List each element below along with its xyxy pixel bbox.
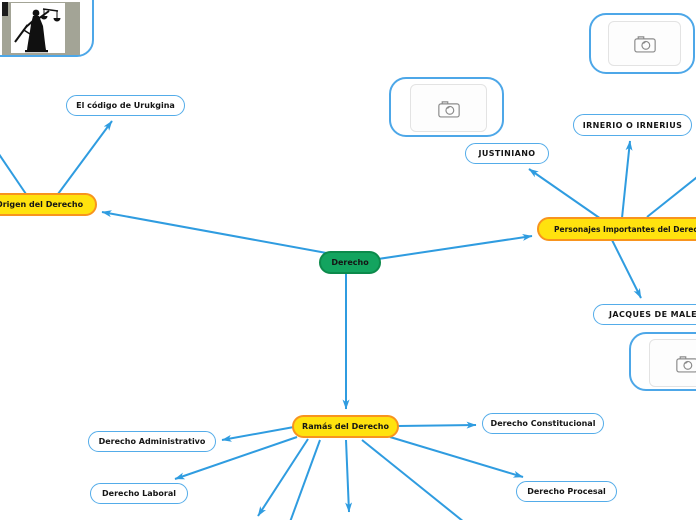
edge-ramas-offscreen-3 [345,439,353,513]
camera-icon [633,36,656,53]
node-derecho-laboral[interactable]: Derecho Laboral [90,483,188,504]
edge-personajes-offscreen-right [646,176,696,218]
image-placeholder-irnerio[interactable] [589,13,695,74]
image-placeholder-justiniano[interactable] [389,77,504,137]
edge-ramas-offscreen-1 [257,438,309,517]
node-origen-del-derecho[interactable]: Origen del Derecho [0,193,97,216]
node-ramas-del-derecho[interactable]: Ramás del Derecho [292,415,399,438]
edge-ramas-offscreen-2 [289,439,321,520]
camera-icon [676,355,696,373]
node-el-codigo-de-urukgina[interactable]: El código de Urukgina [66,95,185,116]
node-jacques-de-maleville[interactable]: JACQUES DE MALEVILLE [593,304,696,325]
edge-ramas-procesal [389,436,524,478]
photo-placeholder-frame [649,339,696,387]
edge-personajes-justiniano [528,168,602,220]
node-derecho-procesal[interactable]: Derecho Procesal [516,481,617,502]
node-justiniano[interactable]: JUSTINIANO [465,143,549,164]
lady-justice-photo [2,2,80,55]
node-derecho-central[interactable]: Derecho [319,251,381,274]
edge-personajes-irnerio [621,140,633,219]
photo-placeholder-frame [608,21,681,66]
edge-ramas-constitucional [397,421,477,429]
edge-derecho-origen [101,210,333,255]
node-derecho-constitucional[interactable]: Derecho Constitucional [482,413,604,434]
edge-origen-offscreen-left [0,153,27,195]
image-placeholder-jacques[interactable] [629,332,696,391]
edge-ramas-offscreen-4 [361,439,464,520]
node-personajes-importantes[interactable]: Personajes Importantes del Derecho [537,217,696,241]
edge-derecho-personajes [377,233,533,260]
edge-ramas-laboral [174,436,298,480]
photo-placeholder-frame [410,84,487,132]
edge-origen-codigo [57,120,113,195]
edge-ramas-administrativo [221,426,295,442]
camera-icon [437,100,460,118]
node-irnerio-o-irnerius[interactable]: IRNERIO O IRNERIUS [573,114,692,136]
node-derecho-administrativo[interactable]: Derecho Administrativo [88,431,216,452]
edge-personajes-jacques [611,239,642,299]
image-attachment-lady-justice[interactable] [0,0,94,57]
